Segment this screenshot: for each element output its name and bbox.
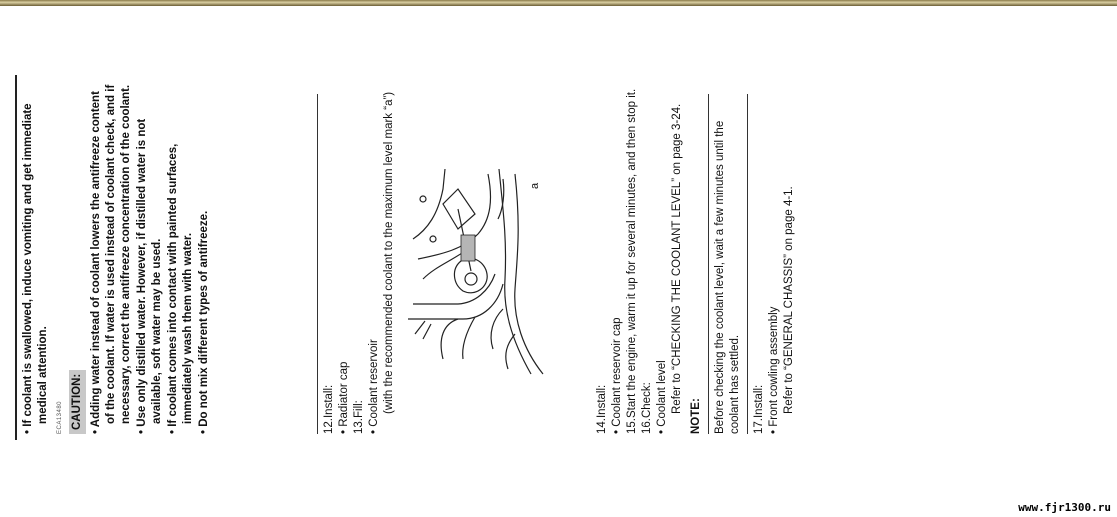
step-16: 16.Check:: [641, 382, 653, 434]
step-17-item: Front cowling assembly: [767, 84, 782, 434]
note-divider: [708, 94, 709, 434]
caution-label: CAUTION:: [69, 369, 86, 434]
step-12-item: Radiator cap: [337, 84, 352, 434]
coolant-reservoir-drawing: a: [408, 168, 544, 375]
caution-item: If coolant comes into contact with paint…: [166, 84, 196, 434]
site-watermark: www.fjr1300.ru: [1018, 501, 1111, 514]
steps-column-2: 14.Install: Coolant reservoir cap 15.Sta…: [595, 84, 845, 434]
caution-reference-code: ECA13480: [57, 400, 63, 434]
step-14: 14.Install:: [596, 384, 608, 434]
step-12: 12.Install:: [323, 384, 335, 434]
coolant-reservoir-illustration: a: [403, 164, 553, 379]
step-16-reference: Refer to “CHECKING THE COOLANT LEVEL” on…: [671, 103, 683, 414]
step-16-item: Coolant level: [655, 84, 670, 434]
caution-item: Use only distilled water. However, if di…: [135, 84, 165, 434]
note-text: Before checking the coolant level, wait …: [714, 120, 741, 434]
page-left-rule: [15, 75, 17, 440]
section-divider: [317, 94, 318, 434]
caution-item: Adding water instead of coolant lowers t…: [89, 84, 134, 434]
note-label: NOTE:: [690, 398, 702, 434]
step-17-reference: Refer to “GENERAL CHASSIS” on page 4-1.: [783, 186, 795, 414]
step-15: 15.Start the engine, warm it up for seve…: [626, 88, 638, 434]
figure-label-a: a: [529, 182, 541, 189]
step-13-item: Coolant reservoir: [367, 84, 382, 434]
step-17: 17.Install:: [753, 384, 765, 434]
note-end-divider: [747, 94, 748, 434]
caution-item: Do not mix different types of antifreeze…: [197, 84, 212, 434]
warning-item: If coolant is swallowed, induce vomiting…: [21, 84, 51, 434]
step-14-item: Coolant reservoir cap: [610, 84, 625, 434]
warning-caution-column: If coolant is swallowed, induce vomiting…: [21, 84, 311, 434]
steps-column-1: 12.Install: Radiator cap 13.Fill: Coolan…: [313, 84, 603, 434]
step-13-note: (with the recommended coolant to the max…: [383, 91, 395, 414]
step-13: 13.Fill:: [353, 400, 365, 434]
max-level-mark-box: [460, 234, 476, 262]
manual-page-rotated: If coolant is swallowed, induce vomiting…: [15, 75, 845, 440]
window-top-bar: [0, 0, 1117, 6]
